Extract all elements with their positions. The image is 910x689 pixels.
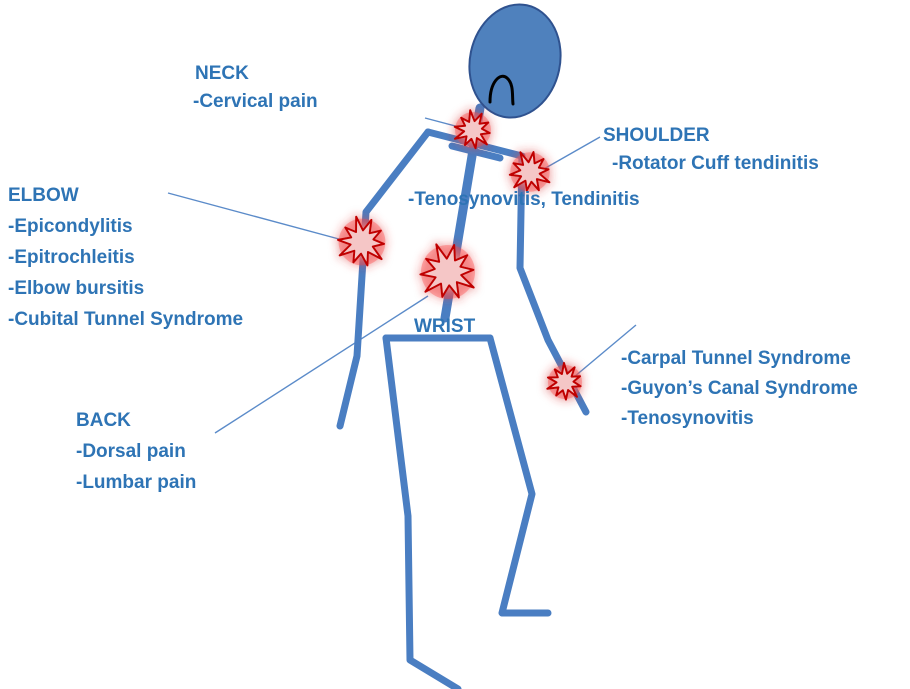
shoulder-item: -Rotator Cuff tendinitis	[612, 150, 819, 178]
right-leg	[386, 338, 458, 689]
left-leg	[490, 338, 548, 613]
back-label: BACK -Dorsal pain -Lumbar pain	[76, 405, 196, 498]
elbow-title: ELBOW	[8, 180, 243, 211]
wrist-label: -Carpal Tunnel Syndrome -Guyon’s Canal S…	[621, 344, 858, 434]
wrist-item: -Carpal Tunnel Syndrome	[621, 344, 858, 374]
wrist-item: -Tenosynovitis	[621, 404, 858, 434]
wrist-title: WRIST	[414, 313, 475, 341]
elbow-item: -Epicondylitis	[8, 211, 243, 242]
shoulder-extra-label: -Tenosynovitis, Tendinitis	[408, 186, 640, 214]
wrist-item: -Guyon’s Canal Syndrome	[621, 374, 858, 404]
shoulder-label: SHOULDER -Rotator Cuff tendinitis	[603, 122, 819, 178]
back-title: BACK	[76, 405, 196, 436]
shoulder-title: SHOULDER	[603, 122, 819, 150]
elbow-item: -Elbow bursitis	[8, 273, 243, 304]
back-item: -Dorsal pain	[76, 436, 196, 467]
elbow-label: ELBOW -Epicondylitis -Epitrochleitis -El…	[8, 180, 243, 335]
shoulder-extra-item: -Tenosynovitis, Tendinitis	[408, 186, 640, 214]
left-arm	[340, 132, 428, 426]
neck-item: -Cervical pain	[193, 88, 318, 116]
back-item: -Lumbar pain	[76, 467, 196, 498]
elbow-item: -Cubital Tunnel Syndrome	[8, 304, 243, 335]
neck-title: NECK	[195, 60, 318, 88]
neck-label: NECK -Cervical pain	[193, 60, 318, 116]
elbow-item: -Epitrochleitis	[8, 242, 243, 273]
wrist-title-label: WRIST	[414, 313, 475, 341]
